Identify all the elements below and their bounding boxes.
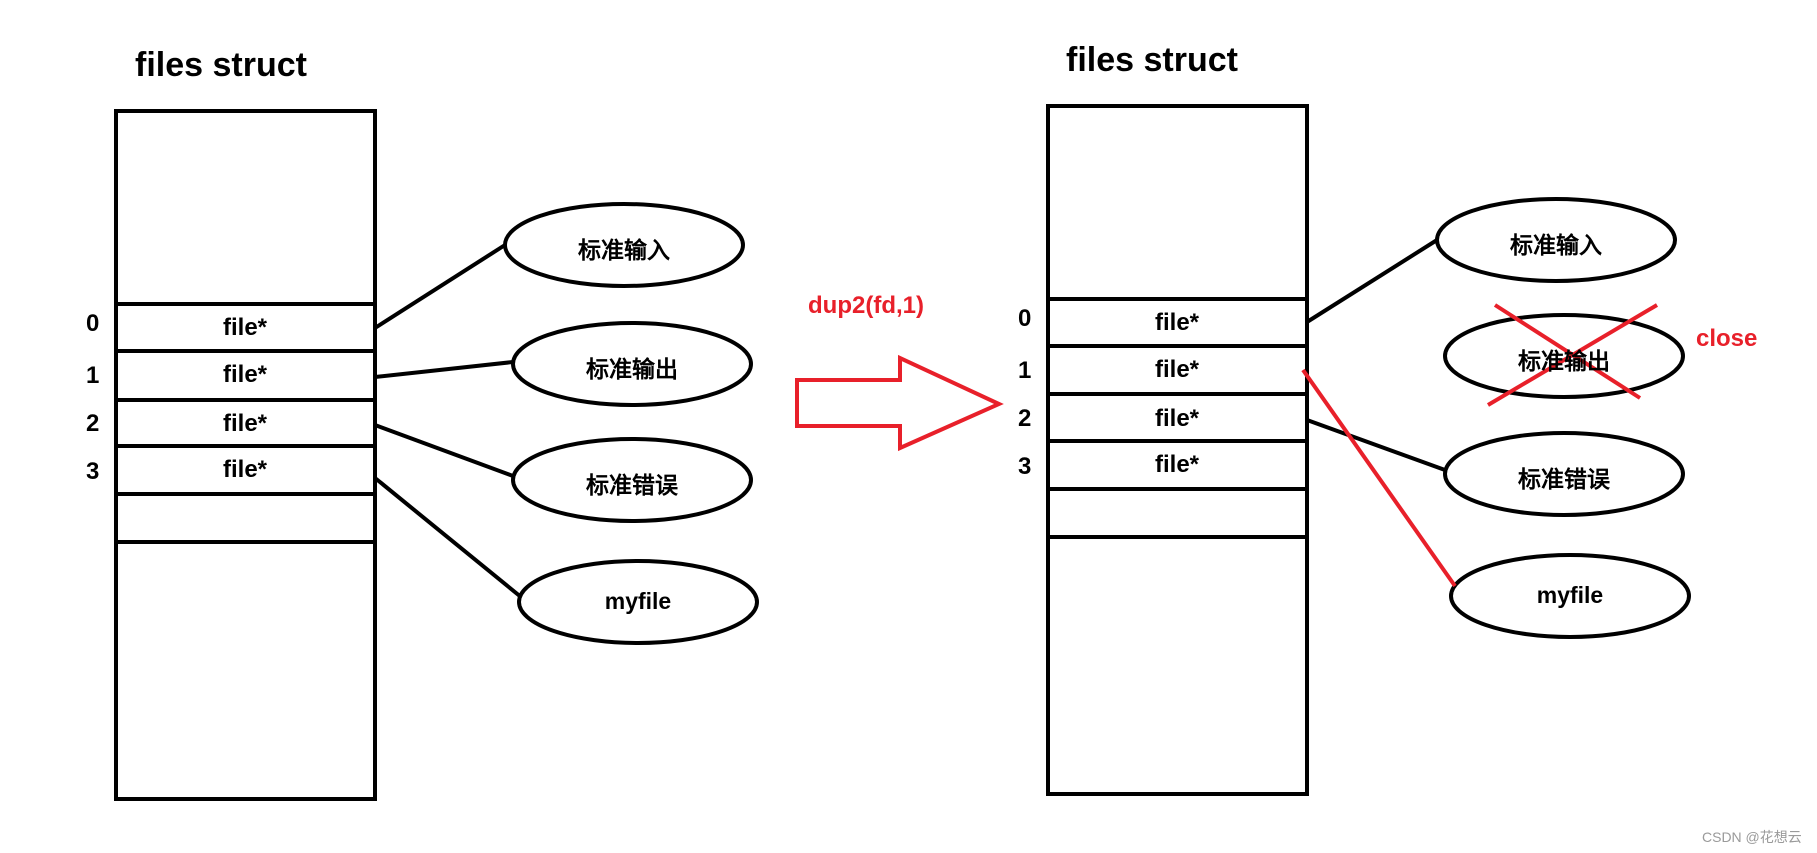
right-target-stderr: 标准错误 <box>1518 466 1610 492</box>
left-index-0: 0 <box>86 310 100 337</box>
left-index-3: 3 <box>86 458 100 485</box>
left-ellipse-stderr <box>511 437 753 523</box>
right-index-3: 3 <box>1018 453 1032 480</box>
right-ellipse-stderr <box>1443 431 1685 517</box>
left-connectors <box>373 243 523 599</box>
left-target-stdin: 标准输入 <box>578 237 670 263</box>
right-target-stdin: 标准输入 <box>1510 232 1602 258</box>
close-cross <box>1486 303 1659 407</box>
left-ellipse-myfile <box>517 559 759 645</box>
close-label: close <box>1696 325 1758 352</box>
right-target-stdout: 标准输出 <box>1518 348 1610 374</box>
right-index-1: 1 <box>1018 357 1032 384</box>
left-index-2: 2 <box>86 410 100 437</box>
right-index-0: 0 <box>1018 305 1032 332</box>
right-files-struct-box <box>1046 104 1309 796</box>
left-target-stderr: 标准错误 <box>586 472 678 498</box>
left-target-stdout: 标准输出 <box>586 356 678 382</box>
left-cell-2: file* <box>222 410 267 437</box>
operation-label: dup2(fd,1) <box>808 292 924 319</box>
right-connectors <box>1305 238 1446 472</box>
right-title: files struct <box>1066 41 1238 79</box>
right-ellipse-myfile <box>1449 553 1691 639</box>
right-ellipses <box>1435 197 1691 639</box>
watermark: CSDN @花想云 <box>1702 829 1802 845</box>
left-target-myfile: myfile <box>604 588 672 614</box>
left-cell-1: file* <box>222 361 267 388</box>
right-cell-2: file* <box>1154 405 1199 432</box>
right-cell-0: file* <box>1154 309 1199 336</box>
right-target-myfile: myfile <box>1536 582 1604 608</box>
left-files-struct-box <box>114 109 377 801</box>
left-index-1: 1 <box>86 362 100 389</box>
right-cell-3: file* <box>1154 451 1199 478</box>
left-cell-0: file* <box>222 314 267 341</box>
right-cell-1: file* <box>1154 356 1199 383</box>
transition-arrow <box>795 354 1004 452</box>
right-index-2: 2 <box>1018 405 1032 432</box>
left-ellipses <box>503 202 759 645</box>
left-cell-3: file* <box>222 456 267 483</box>
left-title: files struct <box>135 46 307 84</box>
right-ellipse-stdout <box>1443 313 1685 399</box>
redirect-line <box>1301 368 1457 588</box>
